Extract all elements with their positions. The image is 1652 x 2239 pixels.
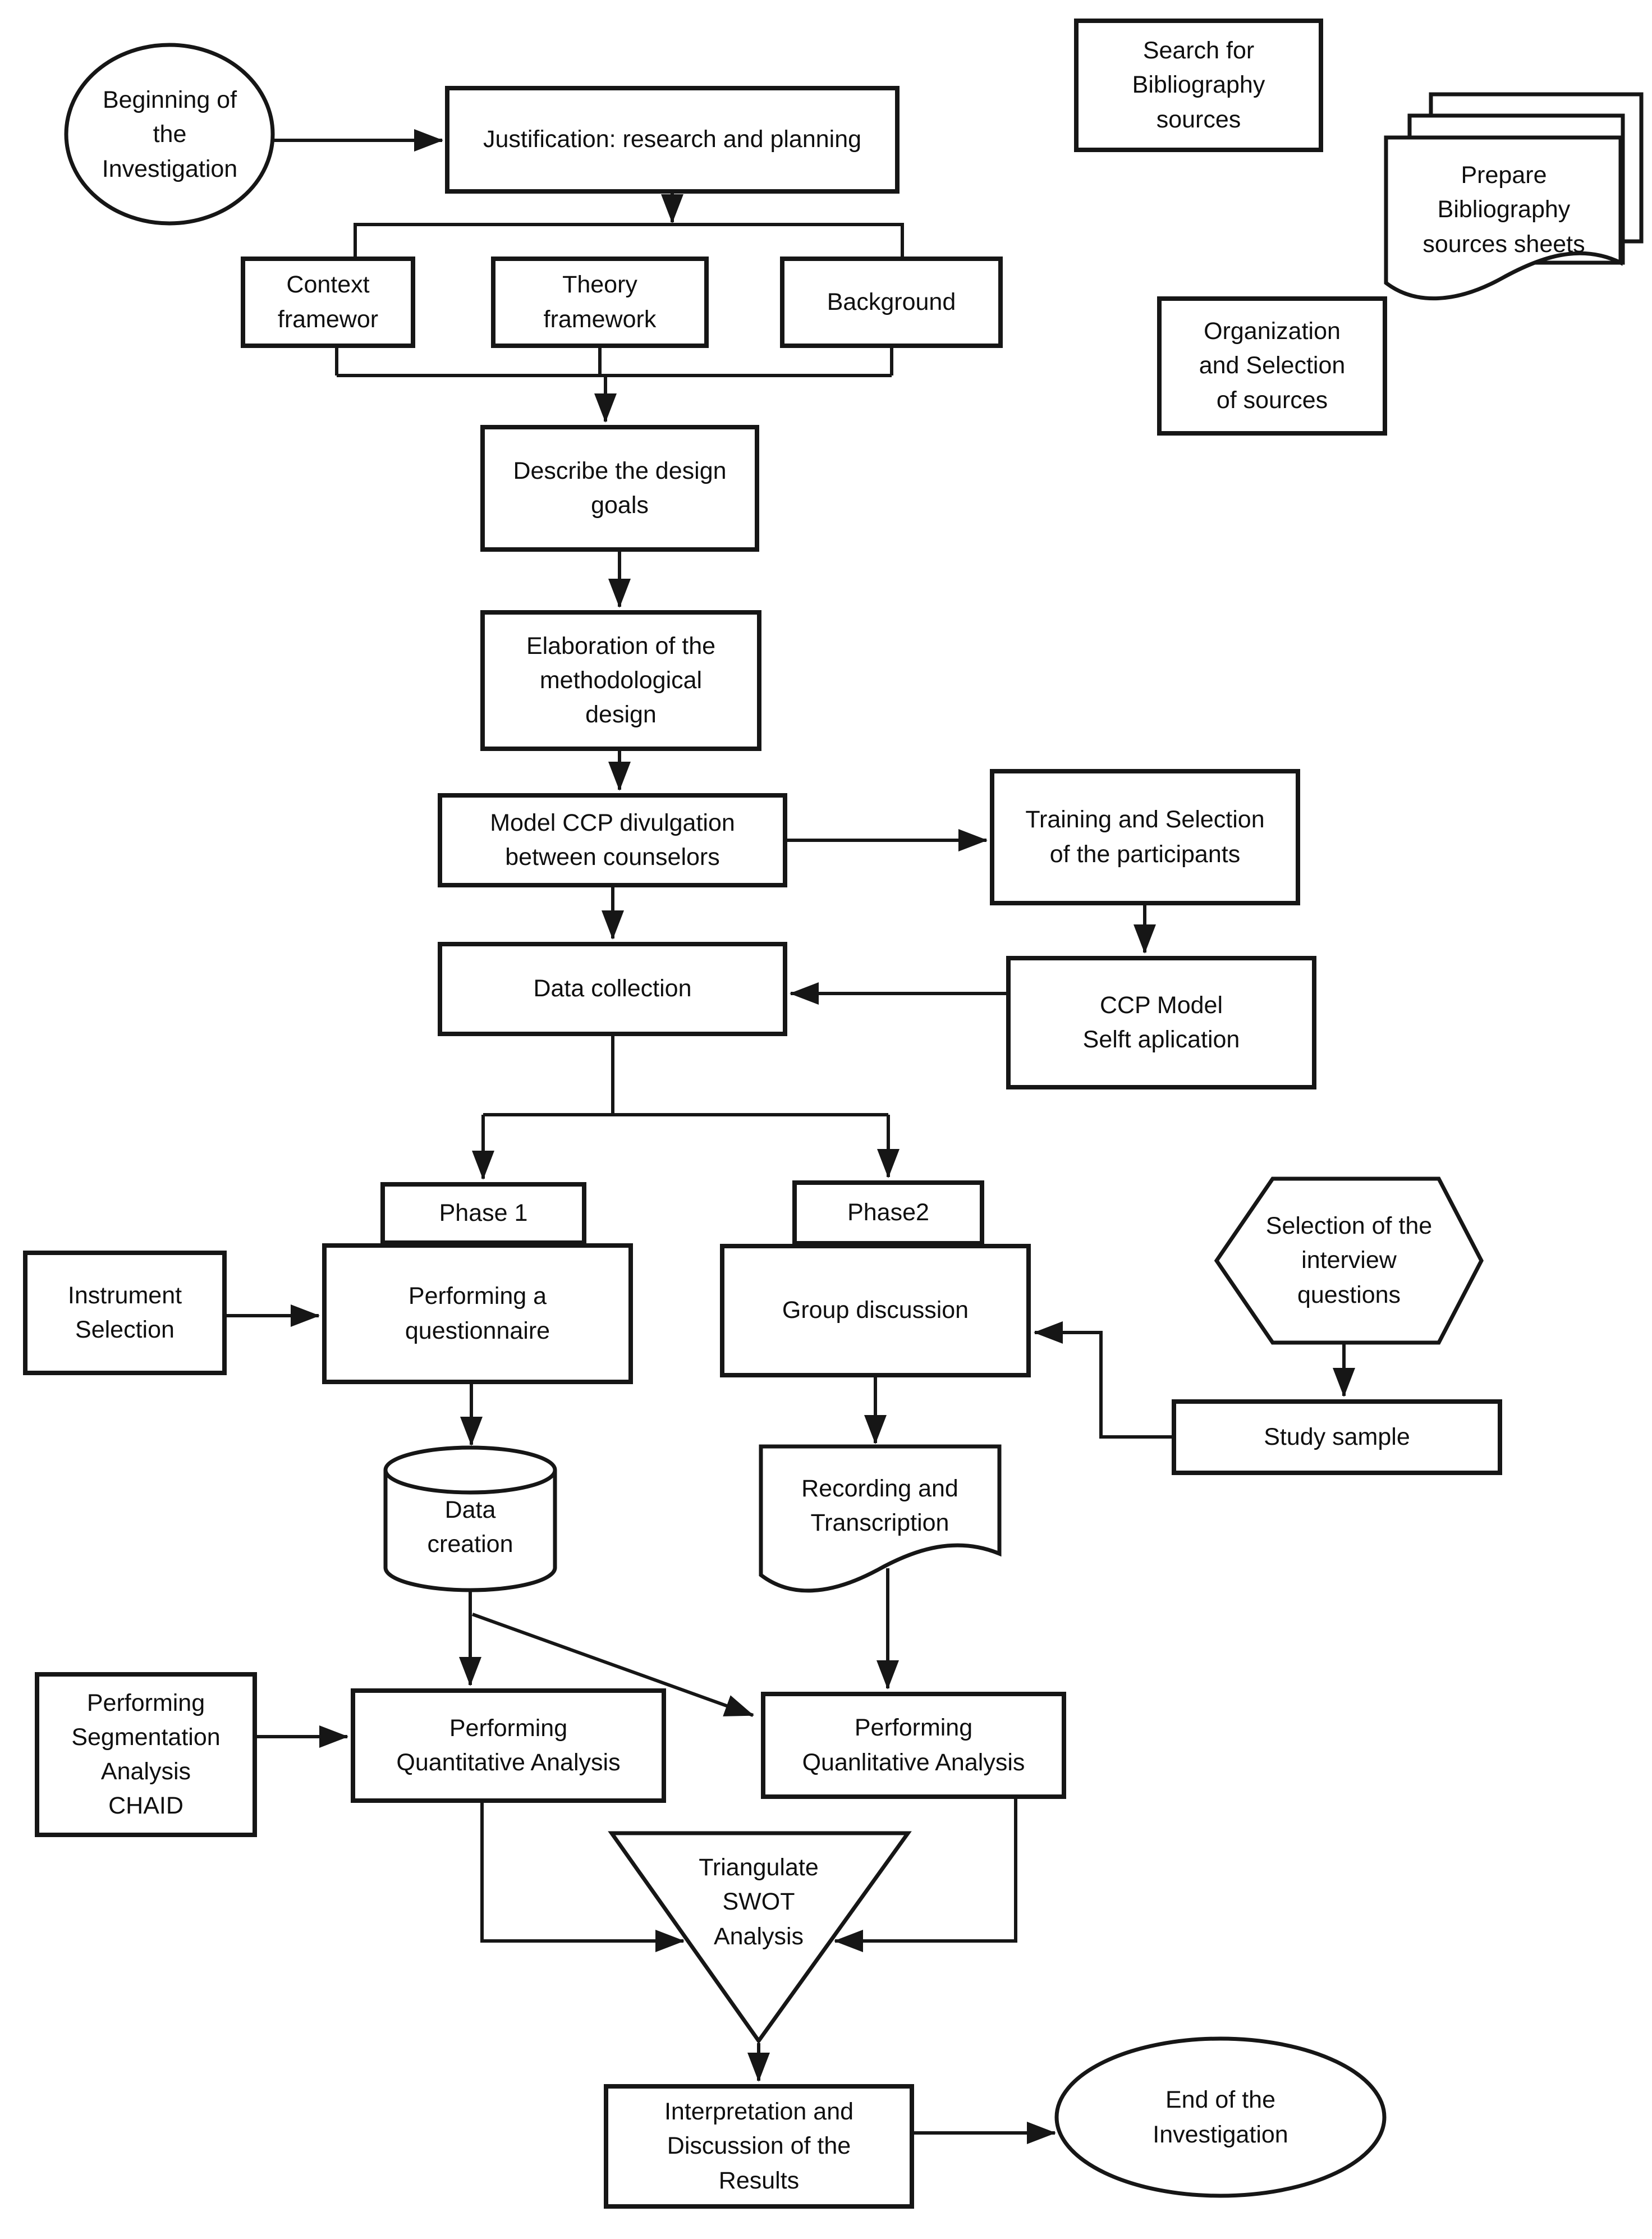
node-study-sample-label: Study sample <box>1264 1423 1410 1450</box>
node-theory-framework: Theory framework <box>491 257 709 348</box>
end-ellipse-shape <box>1054 2036 1387 2198</box>
node-organization: Organization and Selection of sources <box>1157 296 1387 436</box>
node-instrument-selection: Instrument Selection <box>23 1251 227 1375</box>
node-phase1-label: Phase 1 <box>439 1199 528 1227</box>
node-interview-questions: Selection of the interview questions <box>1237 1189 1461 1333</box>
node-data-creation-label: Data creation <box>427 1496 513 1558</box>
connector-frameworks-merge <box>335 348 893 377</box>
node-interpretation: Interpretation and Discussion of the Res… <box>604 2084 914 2209</box>
node-organization-label: Organization and Selection of sources <box>1199 318 1346 414</box>
node-design-goals: Describe the design goals <box>480 425 759 552</box>
connector-data-collection-split <box>483 1036 888 1116</box>
node-training-selection: Training and Selection of the participan… <box>990 769 1300 905</box>
node-triangulate-swot-label: Triangulate SWOT Analysis <box>699 1854 819 1950</box>
recording-document-shape <box>759 1444 1002 1593</box>
node-end: End of the Investigation <box>1080 2049 1361 2186</box>
node-ccp-self-application-label: CCP Model Selft aplication <box>1082 991 1240 1053</box>
node-beginning: Beginning of the Investigation <box>73 51 267 219</box>
node-phase2-label: Phase2 <box>847 1199 929 1226</box>
node-model-ccp: Model CCP divulgation between counselors <box>438 793 787 887</box>
data-creation-cylinder-shape <box>383 1445 557 1592</box>
node-beginning-label: Beginning of the Investigation <box>102 86 238 182</box>
node-design-goals-label: Describe the design goals <box>513 457 727 519</box>
node-study-sample: Study sample <box>1172 1399 1502 1475</box>
node-data-collection: Data collection <box>438 942 787 1036</box>
node-justification: Justification: research and planning <box>445 86 900 194</box>
node-questionnaire: Performing a questionnaire <box>322 1243 633 1384</box>
connector-qualitative-to-triangle <box>834 1799 1017 1952</box>
node-background: Background <box>780 257 1003 348</box>
node-theory-framework-label: Theory framework <box>543 271 657 333</box>
node-prepare-sheets-label: Prepare Bibliography sources sheets <box>1422 162 1585 258</box>
node-segmentation-chaid: Performing Segmentation Analysis CHAID <box>35 1672 257 1837</box>
node-group-discussion-label: Group discussion <box>782 1297 969 1324</box>
node-qualitative-analysis-label: Performing Quanlitative Analysis <box>802 1714 1025 1776</box>
node-search-sources-label: Search for Bibliography sources <box>1132 37 1265 133</box>
node-search-sources: Search for Bibliography sources <box>1074 19 1323 152</box>
triangulate-swot-triangle-shape <box>608 1831 912 2045</box>
node-data-creation: Data creation <box>393 1475 548 1579</box>
node-data-collection-label: Data collection <box>533 975 692 1002</box>
node-prepare-sheets: Prepare Bibliography sources sheets <box>1393 145 1615 275</box>
node-quantitative-analysis: Performing Quantitative Analysis <box>351 1688 666 1803</box>
node-phase2: Phase2 <box>792 1180 984 1246</box>
node-group-discussion: Group discussion <box>720 1244 1031 1377</box>
node-model-ccp-label: Model CCP divulgation between counselors <box>490 809 735 871</box>
node-interpretation-label: Interpretation and Discussion of the Res… <box>664 2098 854 2194</box>
node-methodological-design-label: Elaboration of the methodological design <box>526 632 716 729</box>
connector-quantitative-to-triangle <box>480 1803 685 1952</box>
node-interview-questions-label: Selection of the interview questions <box>1265 1212 1433 1308</box>
node-context-framework-label: Context framewor <box>277 271 379 333</box>
interview-questions-hexagon-shape <box>1214 1176 1484 1345</box>
node-methodological-design: Elaboration of the methodological design <box>480 610 761 751</box>
connector-data-creation-to-qualitative <box>471 1613 754 1717</box>
prepare-sheets-multidocument-shape <box>1384 92 1644 301</box>
node-background-label: Background <box>827 288 956 315</box>
node-instrument-selection-label: Instrument Selection <box>67 1281 182 1343</box>
node-triangulate-swot: Triangulate SWOT Analysis <box>646 1843 871 1961</box>
node-ccp-self-application: CCP Model Selft aplication <box>1006 956 1316 1089</box>
node-recording-transcription: Recording and Transcription <box>768 1453 992 1559</box>
node-justification-label: Justification: research and planning <box>483 126 862 153</box>
node-segmentation-chaid-label: Performing Segmentation Analysis CHAID <box>71 1689 221 1820</box>
node-qualitative-analysis: Performing Quanlitative Analysis <box>761 1692 1066 1799</box>
node-recording-transcription-label: Recording and Transcription <box>801 1475 958 1536</box>
node-end-label: End of the Investigation <box>1153 2086 1288 2148</box>
connector-study-sample-to-group <box>1034 1321 1172 1439</box>
node-questionnaire-label: Performing a questionnaire <box>405 1283 550 1344</box>
node-training-selection-label: Training and Selection of the participan… <box>1025 806 1265 868</box>
node-quantitative-analysis-label: Performing Quantitative Analysis <box>396 1714 621 1776</box>
node-phase1: Phase 1 <box>380 1182 586 1245</box>
node-context-framework: Context framewor <box>241 257 415 348</box>
beginning-ellipse-shape <box>64 43 275 226</box>
connector-split-to-context-background <box>354 223 904 257</box>
